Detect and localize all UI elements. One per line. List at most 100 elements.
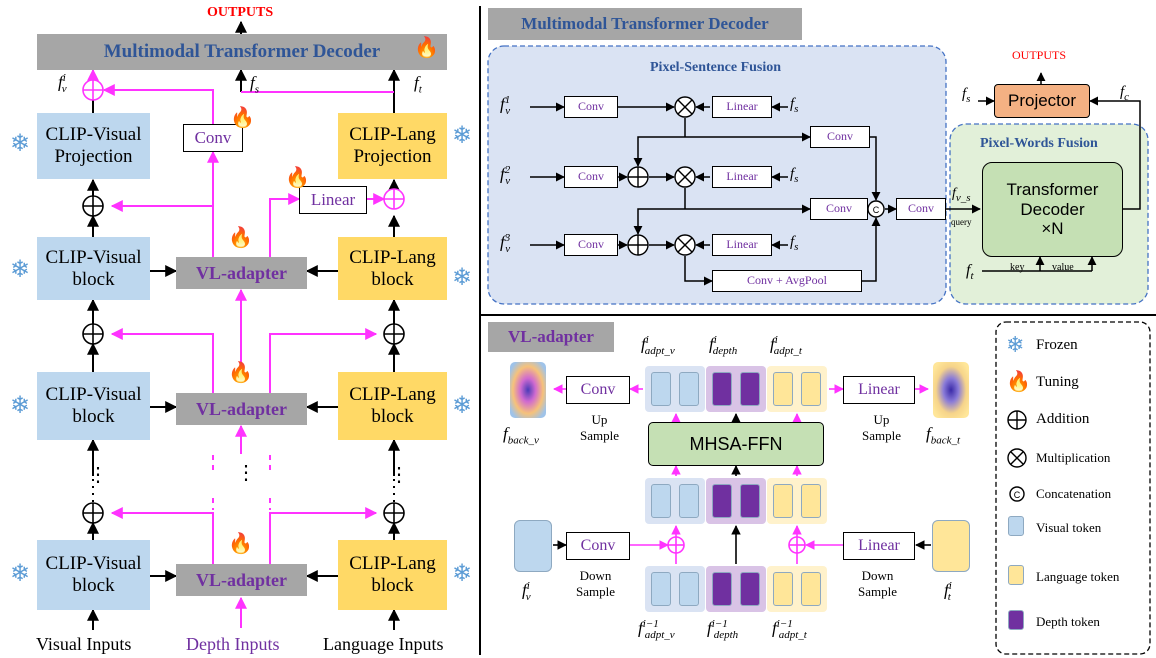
left-fs-label: fs xyxy=(250,73,260,96)
back-t-label: fback_t xyxy=(926,424,961,447)
snowflake-icon: ❄ xyxy=(452,393,473,419)
query-label: query xyxy=(951,217,972,227)
left-linear-box: Linear xyxy=(299,186,367,214)
fv1-label: f1v xyxy=(500,94,511,118)
legend-concatenation: Concatenation xyxy=(1036,486,1112,501)
clip-lang-block-3: CLIP-Lang block xyxy=(338,540,447,610)
left-fv-label: fiv xyxy=(58,72,67,96)
transformer-decoder-box: Transformer Decoder ×N xyxy=(982,162,1123,257)
psf-title: Pixel-Sentence Fusion xyxy=(650,60,782,75)
up-sample-left: Up Sample xyxy=(580,412,619,443)
fv3-label: f3v xyxy=(500,232,511,256)
value-label: value xyxy=(1052,262,1074,273)
fire-icon: 🔥 xyxy=(285,167,310,189)
fire-icon: 🔥 xyxy=(228,227,253,249)
snowflake-icon: ❄ xyxy=(10,257,31,283)
right-mtd-title: Multimodal Transformer Decoder xyxy=(488,8,802,40)
psf-conv-3: Conv xyxy=(564,234,618,256)
depth-inputs-label: Depth Inputs xyxy=(186,634,280,654)
depth-label: fidepth xyxy=(709,334,738,358)
projector-box: Projector xyxy=(994,84,1090,118)
clip-lang-projection: CLIP-Lang Projection xyxy=(338,113,447,179)
fv-input-map xyxy=(514,520,552,572)
vdots-visual: ⋮ xyxy=(88,464,108,486)
psf-linear-3: Linear xyxy=(712,234,772,256)
vdots-depth: ⋮ xyxy=(236,462,256,484)
proj-fs-label: fs xyxy=(962,86,971,105)
depth-prev-label: fi−1depth xyxy=(707,618,739,642)
fire-icon: 🔥 xyxy=(230,107,255,129)
clip-visual-block-1: CLIP-Visual block xyxy=(37,237,150,300)
legend-language-token-swatch xyxy=(1008,565,1024,585)
adpt-t-prev-label: fi−1adpt_t xyxy=(772,618,807,642)
ft-input-label: fit xyxy=(944,580,952,604)
vl-adapter-panel-title: VL-adapter xyxy=(488,322,614,352)
snowflake-icon: ❄ xyxy=(452,123,473,149)
depth-token xyxy=(740,572,760,606)
visual-token xyxy=(679,372,699,406)
right-outputs-label: OUTPUTS xyxy=(1012,48,1067,62)
left-mtd-title: Multimodal Transformer Decoder xyxy=(103,41,381,63)
depth-token xyxy=(712,372,732,406)
legend-tuning: Tuning xyxy=(1036,374,1079,390)
language-token xyxy=(773,484,793,518)
snowflake-icon: ❄ xyxy=(1006,332,1025,357)
down-sample-right: Down Sample xyxy=(858,568,897,599)
pwf-title: Pixel-Words Fusion xyxy=(980,136,1098,151)
fvs-label: fv_s xyxy=(952,186,971,204)
back-v-map xyxy=(510,362,546,418)
psf-conv-2: Conv xyxy=(564,166,618,188)
legend-language-token: Language token xyxy=(1036,569,1120,584)
psf-fs-3: fs xyxy=(790,234,799,253)
fv-input-label: fiv xyxy=(522,580,531,604)
clip-visual-projection: CLIP-Visual Projection xyxy=(37,113,150,179)
up-conv-box: Conv xyxy=(566,376,630,404)
back-v-label: fback_v xyxy=(503,424,539,447)
key-label: key xyxy=(1010,262,1025,273)
pwf-ft-label: ft xyxy=(966,262,974,283)
psf-conv-mid-1: Conv xyxy=(810,126,870,148)
adpt-v-label: fiadpt_v xyxy=(641,334,675,358)
language-token xyxy=(773,572,793,606)
legend-frozen: Frozen xyxy=(1036,337,1078,353)
visual-token xyxy=(679,484,699,518)
down-linear-box: Linear xyxy=(843,532,915,560)
proj-fc-label: fc xyxy=(1120,84,1130,103)
language-token xyxy=(801,372,821,406)
fv2-label: f2v xyxy=(500,164,511,188)
fire-icon: 🔥 xyxy=(228,533,253,555)
legend-concat-symbol: C xyxy=(1014,490,1021,500)
language-token xyxy=(801,572,821,606)
snowflake-icon: ❄ xyxy=(10,561,31,587)
psf-conv-avgpool: Conv + AvgPool xyxy=(712,270,862,292)
language-inputs-label: Language Inputs xyxy=(323,634,444,654)
visual-token xyxy=(651,572,671,606)
back-t-map xyxy=(933,362,969,418)
ft-input-map xyxy=(932,520,970,572)
psf-fs-2: fs xyxy=(790,166,799,185)
fire-icon: 🔥 xyxy=(1006,371,1031,393)
clip-visual-block-3: CLIP-Visual block xyxy=(37,540,150,610)
down-sample-left: Down Sample xyxy=(576,568,615,599)
mhsa-ffn-box: MHSA-FFN xyxy=(648,422,824,466)
psf-linear-2: Linear xyxy=(712,166,772,188)
language-token xyxy=(801,484,821,518)
vl-adapter-3: VL-adapter xyxy=(176,564,307,596)
depth-token xyxy=(712,484,732,518)
vl-adapter-2: VL-adapter xyxy=(176,393,307,425)
vl-adapter-1: VL-adapter xyxy=(176,257,307,289)
snowflake-icon: ❄ xyxy=(452,561,473,587)
legend-addition: Addition xyxy=(1036,411,1090,427)
psf-conv-out: Conv xyxy=(896,198,946,220)
vdots-lang: ⋮ xyxy=(389,464,409,486)
visual-token xyxy=(651,484,671,518)
psf-fs-1: fs xyxy=(790,96,799,115)
down-conv-box: Conv xyxy=(566,532,630,560)
psf-conv-mid-2: Conv xyxy=(810,198,868,220)
legend-depth-token-swatch xyxy=(1008,610,1024,630)
fire-icon: 🔥 xyxy=(228,362,253,384)
adpt-t-label: fiadpt_t xyxy=(770,334,802,358)
legend-visual-token: Visual token xyxy=(1036,520,1102,535)
visual-inputs-label: Visual Inputs xyxy=(36,634,132,654)
left-conv-box: Conv xyxy=(183,124,243,152)
